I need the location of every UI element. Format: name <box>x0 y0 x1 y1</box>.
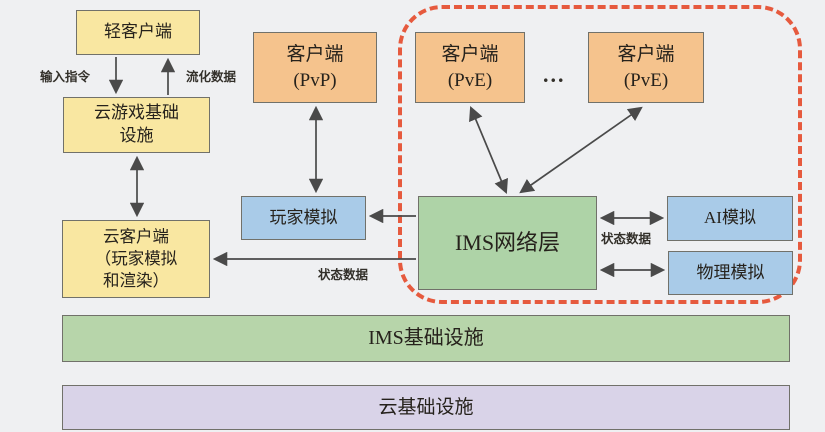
bar-cloud-infrastructure: 云基础设施 <box>62 385 790 430</box>
node-ai-simulation: AI模拟 <box>667 196 793 241</box>
arrow-ims-pve2 <box>519 106 643 194</box>
node-client-pve-2: 客户端 (PvE) <box>588 32 704 103</box>
arrow-ims-pve1 <box>469 105 508 195</box>
node-physics-simulation: 物理模拟 <box>668 251 793 295</box>
node-light-client: 轻客户端 <box>76 10 200 55</box>
bar-ims-infrastructure: IMS基础设施 <box>62 315 790 362</box>
label-stream-data: 流化数据 <box>186 70 237 84</box>
node-player-simulation: 玩家模拟 <box>241 196 366 240</box>
node-client-pvp: 客户端 (PvP) <box>253 32 377 103</box>
label-state-data-left: 状态数据 <box>318 268 369 282</box>
label-input-command: 输入指令 <box>40 70 91 84</box>
label-state-data-right: 状态数据 <box>601 232 652 246</box>
ellipsis-more-clients: ... <box>543 62 566 87</box>
node-cloud-game-infrastructure: 云游戏基础 设施 <box>63 97 210 153</box>
node-cloud-client: 云客户端 （玩家模拟 和渲染） <box>62 220 210 298</box>
node-ims-network-layer: IMS网络层 <box>418 196 597 290</box>
node-client-pve-1: 客户端 (PvE) <box>415 32 525 103</box>
